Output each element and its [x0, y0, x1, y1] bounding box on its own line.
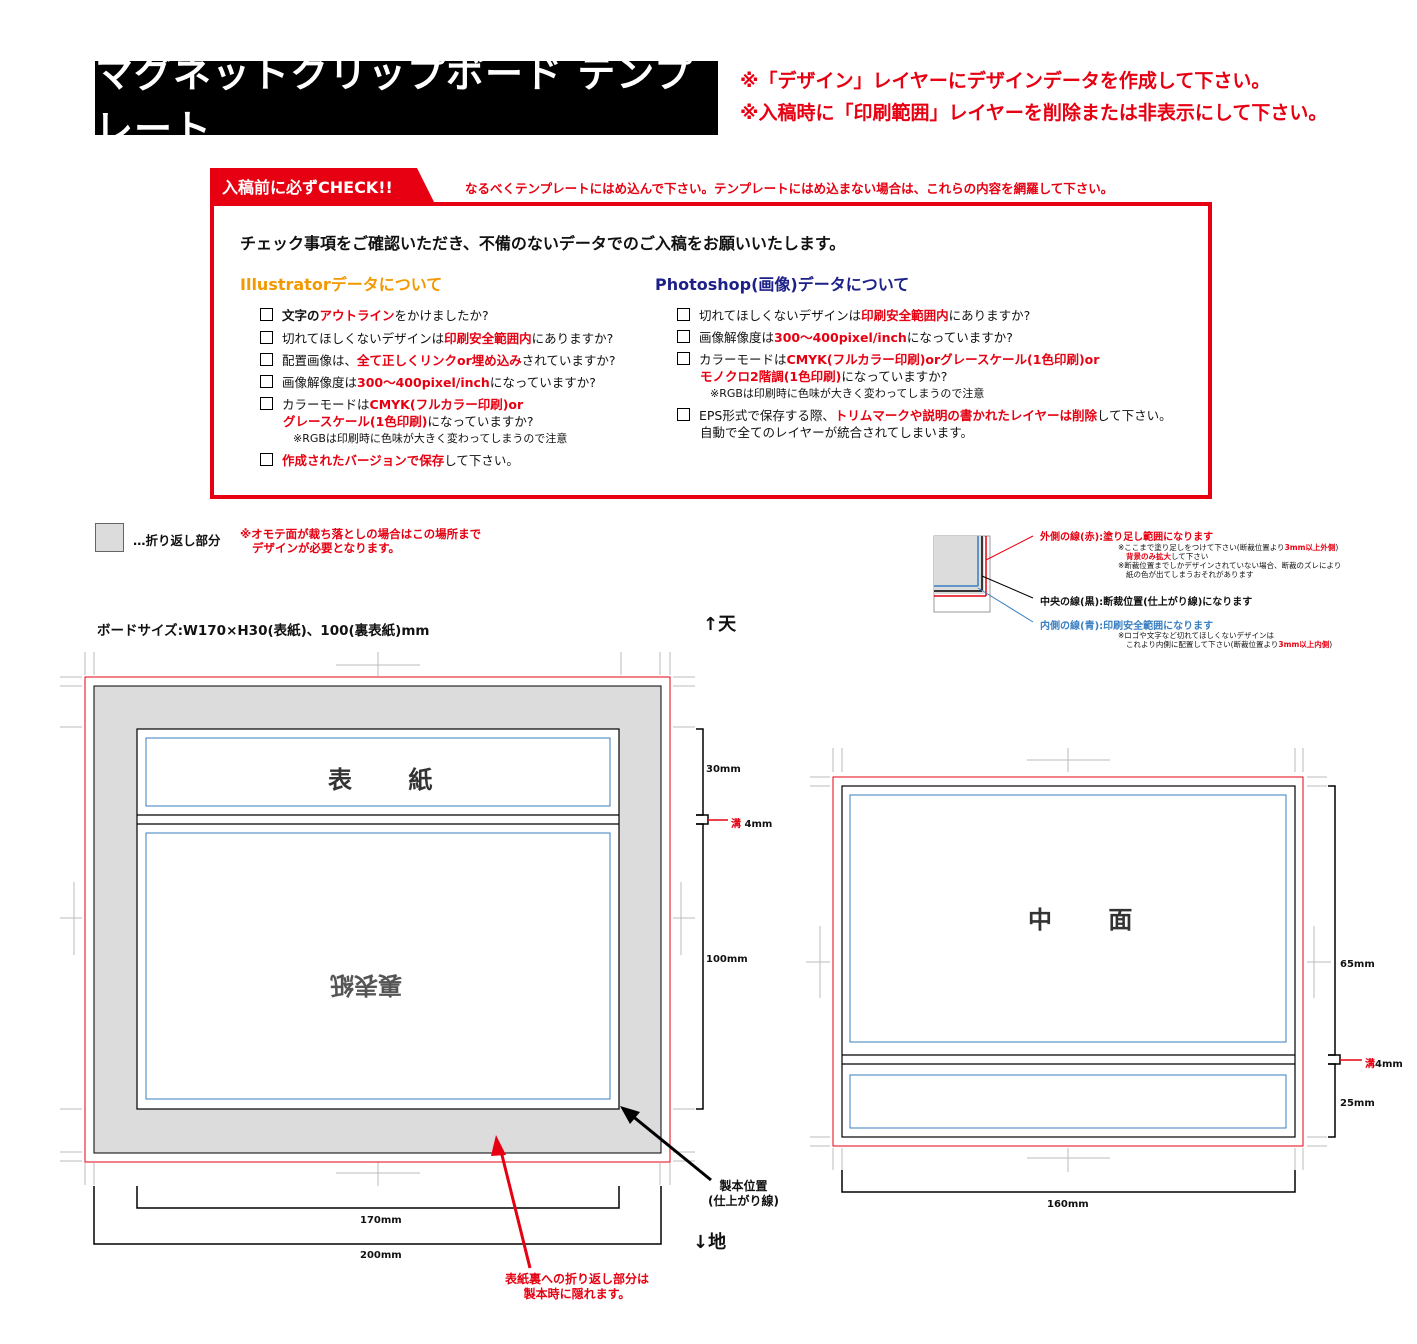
dim-170mm: 170mm: [360, 1215, 402, 1226]
legend-inner-notes: ※ロゴや文字など切れてほしくないデザインは これより内側に配置して下さい(断裁位…: [1118, 631, 1333, 649]
dim-30mm: 30mm: [706, 764, 741, 775]
direction-bottom-label: ↓地: [693, 1232, 727, 1253]
direction-top-label: ↑天: [703, 614, 737, 635]
dim-65mm: 65mm: [1340, 959, 1375, 970]
dim-groove-inner: 溝4mm: [1365, 1059, 1403, 1070]
dim-200mm: 200mm: [360, 1250, 402, 1261]
checkbox-icon: [260, 397, 273, 410]
checkbox-icon: [260, 375, 273, 388]
notice-print-range-layer: ※入稿時に「印刷範囲」レイヤーを削除または非表示にして下さい。: [740, 102, 1328, 124]
photoshop-check-color-mode: カラーモードはCMYK(フルカラー印刷)orグレースケール(1色印刷)or モノ…: [677, 351, 1099, 402]
fold-swatch: [95, 523, 124, 552]
illustrator-check-color-mode: カラーモードはCMYK(フルカラー印刷)or グレースケール(1色印刷)になって…: [260, 396, 567, 447]
fold-hidden-note: 表紙裏への折り返し部分は 製本時に隠れます。: [505, 1272, 650, 1301]
illustrator-heading: Illustratorデータについて: [240, 275, 443, 294]
line-legend-diagram: [933, 535, 1034, 623]
check-note: なるべくテンプレートにはめ込んで下さい。テンプレートにはめ込まない場合は、これら…: [465, 181, 1114, 196]
check-tab: 入稿前に必ずCHECK!!: [210, 168, 435, 204]
checkbox-icon: [677, 308, 690, 321]
illustrator-check-safe-area: 切れてほしくないデザインは印刷安全範囲内にありますか?: [260, 330, 613, 347]
board-size-label: ボードサイズ:W170×H30(表紙)、100(裏表紙)mm: [97, 623, 430, 639]
checkbox-icon: [677, 352, 690, 365]
photoshop-check-eps: EPS形式で保存する際、トリムマークや説明の書かれたレイヤーは削除して下さい。 …: [677, 407, 1172, 441]
binding-position-note: 製本位置 (仕上がり線): [708, 1179, 779, 1208]
checkbox-icon: [260, 353, 273, 366]
checkbox-icon: [260, 453, 273, 466]
fold-note: ※オモテ面が裁ち落としの場合はこの場所まで デザインが必要となります。: [240, 527, 482, 555]
illustrator-check-version: 作成されたバージョンで保存して下さい。: [260, 452, 519, 469]
checkbox-icon: [677, 330, 690, 343]
checkbox-icon: [260, 308, 273, 321]
dim-100mm: 100mm: [706, 954, 748, 965]
legend-middle-line: 中央の線(黒):断裁位置(仕上がり線)になります: [1040, 597, 1253, 608]
checkbox-icon: [260, 331, 273, 344]
checkbox-icon: [677, 408, 690, 421]
illustrator-check-outline: 文字のアウトラインをかけましたか?: [260, 307, 489, 324]
illustrator-check-links: 配置画像は、全て正しくリンクor埋め込みされていますか?: [260, 352, 616, 369]
check-lead: チェック事項をご確認いただき、不備のないデータでのご入稿をお願いいたします。: [240, 234, 846, 253]
legend-inner-line: 内側の線(青):印刷安全範囲になります: [1040, 621, 1214, 632]
legend-outer-line: 外側の線(赤):塗り足し範囲になります: [1040, 532, 1214, 543]
legend-outer-notes: ※ここまで塗り足しをつけて下さい(断裁位置より3mm以上外側) 背景のみ拡大して…: [1118, 543, 1342, 579]
dim-160mm: 160mm: [1047, 1199, 1089, 1210]
photoshop-check-resolution: 画像解像度は300～400pixel/inchになっていますか?: [677, 329, 1013, 346]
check-panel: [210, 202, 1212, 499]
illustrator-check-resolution: 画像解像度は300～400pixel/inchになっていますか?: [260, 374, 596, 391]
inner-face-label: 中 面: [1028, 906, 1157, 934]
notice-design-layer: ※「デザイン」レイヤーにデザインデータを作成して下さい。: [740, 70, 1271, 92]
photoshop-check-safe-area: 切れてほしくないデザインは印刷安全範囲内にありますか?: [677, 307, 1030, 324]
fold-label: …折り返し部分: [133, 533, 221, 548]
dim-25mm: 25mm: [1340, 1098, 1375, 1109]
cover-front-label: 表 紙: [328, 766, 457, 794]
dim-groove-cover: 溝 4mm: [731, 819, 773, 830]
photoshop-heading: Photoshop(画像)データについて: [655, 275, 910, 294]
